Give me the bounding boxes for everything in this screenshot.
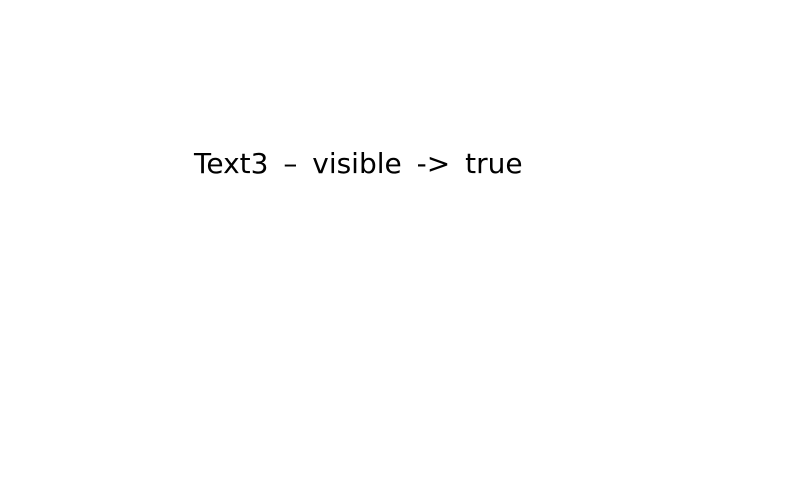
text-label-text9-clip: Text9 – Node visible -> tru xyxy=(194,355,595,391)
text-label-text12-clip: Text12 – Nod xyxy=(600,423,800,459)
text-label-text6-clip: Text6 – opac xyxy=(608,217,800,253)
text-label-text10-clip: Text10 – Nod xyxy=(604,355,800,391)
text-label-text11-clip: Text11 – Node opacity -> 0 xyxy=(194,423,600,459)
text-label-text3: Text3 – visible -> true xyxy=(194,147,523,180)
